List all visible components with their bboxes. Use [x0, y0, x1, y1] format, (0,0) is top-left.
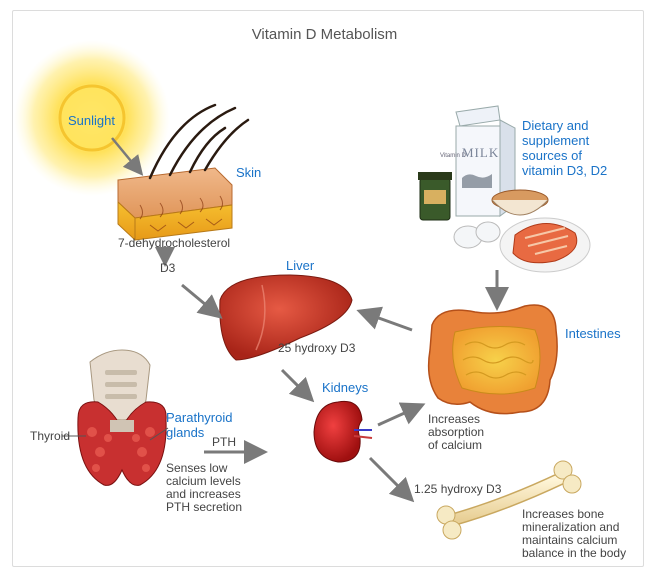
label-7-dehydrocholesterol: 7-dehydrocholesterol: [118, 237, 230, 250]
label-skin: Skin: [236, 165, 261, 180]
label-1-25-hydroxy-d3: 1.25 hydroxy D3: [414, 483, 501, 496]
label-intestines: Intestines: [565, 326, 621, 341]
milk-carton-text: MILK: [462, 146, 499, 159]
arrow-d3-liver: [182, 285, 218, 315]
label-d3: D3: [160, 262, 175, 275]
label-25-hydroxy-d3: 25 hydroxy D3: [278, 342, 355, 355]
kidney-illustration: [314, 401, 372, 462]
label-senses-low-calcium: Senses low calcium levels and increases …: [166, 462, 242, 514]
label-thyroid: Thyroid: [30, 430, 70, 443]
arrow-liver-kidneys: [282, 370, 310, 398]
arrow-intestines-liver: [362, 312, 412, 330]
label-pth: PTH: [212, 436, 236, 449]
label-kidneys: Kidneys: [322, 380, 368, 395]
label-sunlight: Sunlight: [68, 113, 115, 128]
label-liver: Liver: [286, 258, 314, 273]
label-increases-bone-mineralization: Increases bone mineralization and mainta…: [522, 508, 626, 560]
arrow-kidneys-intestines: [378, 406, 420, 425]
arrow-kidneys-bone: [370, 458, 410, 498]
label-dietary-sources: Dietary and supplement sources of vitami…: [522, 118, 607, 178]
intestines-illustration: [429, 305, 558, 414]
diagram-title: Vitamin D Metabolism: [0, 26, 649, 43]
thyroid-illustration: [78, 350, 166, 485]
label-increases-absorption: Increases absorption of calcium: [428, 413, 484, 452]
